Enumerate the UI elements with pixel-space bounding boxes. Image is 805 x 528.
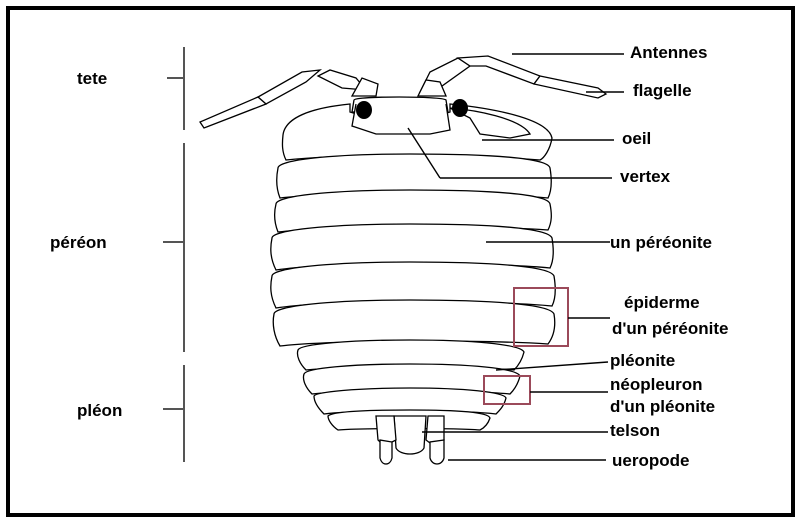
- label-pleonite: pléonite: [610, 351, 675, 370]
- label-epiderme-line2: d'un péréonite: [612, 319, 728, 338]
- region-label-pereon: péréon: [50, 233, 107, 252]
- label-oeil: oeil: [622, 129, 651, 148]
- label-vertex: vertex: [620, 167, 671, 186]
- label-ueropode: ueropode: [612, 451, 689, 470]
- head: [282, 97, 552, 160]
- label-pereonite: un péréonite: [610, 233, 712, 252]
- label-antennes: Antennes: [630, 43, 707, 62]
- right-eye-icon: [452, 99, 468, 117]
- label-neopleuron-line1: néopleuron: [610, 375, 703, 394]
- telson-and-uropods: [376, 416, 444, 464]
- left-eye-icon: [356, 101, 372, 119]
- label-telson: telson: [610, 421, 660, 440]
- region-scale-bar: [163, 47, 184, 462]
- label-flagelle: flagelle: [633, 81, 692, 100]
- label-neopleuron-line2: d'un pléonite: [610, 397, 715, 416]
- region-label-pleon: pléon: [77, 401, 122, 420]
- pereon-segments: [271, 154, 556, 346]
- label-epiderme-line1: épiderme: [624, 293, 700, 312]
- region-label-tete: tete: [77, 69, 107, 88]
